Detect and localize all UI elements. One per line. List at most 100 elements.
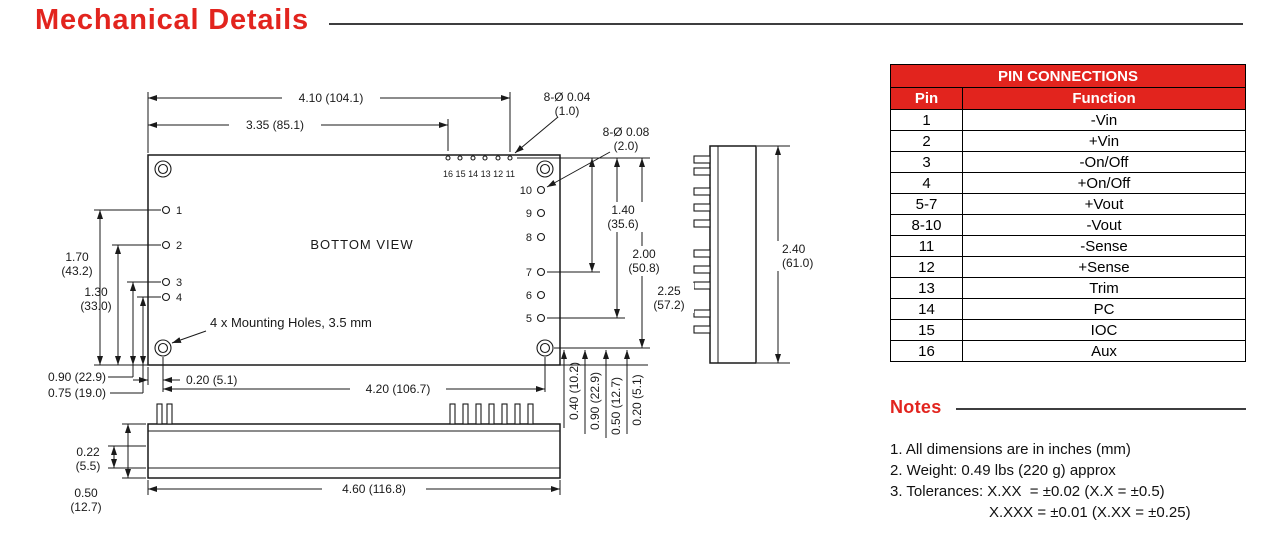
table-row: 1-Vin [890, 109, 1246, 131]
front-view-pins [156, 403, 534, 425]
module-outline-front-view [147, 423, 561, 479]
dim-022-value: 0.22 [76, 445, 100, 459]
function-cell: IOC [962, 319, 1246, 341]
function-cell: -On/Off [962, 151, 1246, 173]
module-outline-side-view [709, 145, 757, 364]
notes-rule [955, 408, 1246, 410]
top-pin-numbers: 16 15 14 13 12 11 [443, 169, 515, 179]
function-cell: Aux [962, 340, 1246, 362]
function-cell: +On/Off [962, 172, 1246, 194]
pin-number-9: 9 [526, 208, 532, 220]
dim-090-rotated: 0.90 (22.9) [588, 372, 602, 430]
pin-number-4: 4 [176, 292, 182, 304]
right-pin-column [536, 185, 546, 323]
pin-number-7: 7 [526, 267, 532, 279]
mounting-holes [154, 160, 554, 357]
page-title: Mechanical Details [35, 4, 309, 36]
mechanical-drawing: 4.10 (104.1) 3.35 (85.1) 8-Ø 0.04 (1.0) … [47, 90, 827, 514]
side-view-pins [693, 155, 711, 334]
function-cell: +Sense [962, 256, 1246, 278]
mounting-holes-note: 4 x Mounting Holes, 3.5 mm [210, 315, 372, 330]
function-cell: +Vin [962, 130, 1246, 152]
pin-cell: 13 [890, 277, 963, 299]
dim-022-mm: (5.5) [76, 459, 101, 473]
dim-240-value: 2.40 [782, 242, 806, 256]
pin-number-2: 2 [176, 240, 182, 252]
dim-140-value: 1.40 [611, 203, 635, 217]
dim-240-mm: (61.0) [782, 256, 813, 270]
dim-225-value: 2.25 [657, 284, 681, 298]
function-cell: PC [962, 298, 1246, 320]
pin-cell: 11 [890, 235, 963, 257]
pin-number-1: 1 [176, 205, 182, 217]
dim-130-mm: (33.0) [80, 299, 111, 313]
table-row: 11-Sense [890, 235, 1246, 257]
pin-cell: 5-7 [890, 193, 963, 215]
dim-170-value: 1.70 [65, 250, 89, 264]
left-pin-column [161, 205, 171, 302]
bottom-view [147, 154, 561, 366]
dim-225-mm: (57.2) [653, 298, 684, 312]
pin-cell: 1 [890, 109, 963, 131]
module-outline-bottom-view [147, 154, 561, 366]
pin-cell: 15 [890, 319, 963, 341]
note-line-3: 3. Tolerances: X.XX = ±0.02 (X.X = ±0.5) [890, 483, 1165, 500]
dim-hole-offset: 0.20 (5.1) [186, 373, 237, 387]
dim-020-rotated: 0.20 (5.1) [630, 374, 644, 425]
function-cell: Trim [962, 277, 1246, 299]
dim-200-mm: (50.8) [628, 261, 659, 275]
note-line-2: 2. Weight: 0.49 lbs (220 g) approx [890, 462, 1116, 479]
pin-table-title: PIN CONNECTIONS [890, 64, 1246, 88]
pin-cell: 16 [890, 340, 963, 362]
pin-cell: 2 [890, 130, 963, 152]
page-header: Mechanical Details [35, 4, 1243, 37]
side-view [693, 145, 757, 364]
note-line-3-continuation: X.XXX = ±0.01 (X.XX = ±0.25) [989, 504, 1191, 521]
notes-section: Notes 1. All dimensions are in inches (m… [890, 397, 1246, 523]
dim-090-left: 0.90 (22.9) [48, 370, 106, 384]
table-row: 5-7+Vout [890, 193, 1246, 215]
dim-130-value: 1.30 [84, 285, 108, 299]
pin-cell: 14 [890, 298, 963, 320]
pin-dia-small-label-1: 8-Ø 0.04 [544, 90, 591, 104]
pin-number-5: 5 [526, 313, 532, 325]
function-cell: -Vin [962, 109, 1246, 131]
table-row: 3-On/Off [890, 151, 1246, 173]
pin-number-6: 6 [526, 290, 532, 302]
dim-050-value: 0.50 [74, 486, 98, 500]
pin-column-header: Pin [890, 87, 963, 110]
notes-title: Notes [890, 397, 942, 417]
note-line-1: 1. All dimensions are in inches (mm) [890, 441, 1131, 458]
table-row: 2+Vin [890, 130, 1246, 152]
function-column-header: Function [962, 87, 1246, 110]
function-cell: +Vout [962, 193, 1246, 215]
table-row: 8-10-Vout [890, 214, 1246, 236]
dim-overall-length: 4.10 (104.1) [299, 91, 364, 105]
notes-header: Notes [890, 397, 1246, 418]
dim-050-rotated: 0.50 (12.7) [609, 377, 623, 435]
function-cell: -Vout [962, 214, 1246, 236]
pin-dia-small-label-2: (1.0) [555, 104, 580, 118]
table-row: 4+On/Off [890, 172, 1246, 194]
notes-body: 1. All dimensions are in inches (mm) 2. … [890, 439, 1246, 523]
dimension-labels: 4.10 (104.1) 3.35 (85.1) 8-Ø 0.04 (1.0) … [48, 90, 813, 514]
label-backgrounds [229, 91, 827, 496]
dimension-lines [94, 92, 790, 495]
dim-140-mm: (35.6) [607, 217, 638, 231]
pin-number-10: 10 [520, 185, 532, 197]
function-cell: -Sense [962, 235, 1246, 257]
pin-dia-large-label-2: (2.0) [614, 139, 639, 153]
pin-number-8: 8 [526, 232, 532, 244]
front-view [147, 403, 561, 479]
top-pin-row [445, 155, 513, 161]
dim-075-left: 0.75 (19.0) [48, 386, 106, 400]
table-row: 12+Sense [890, 256, 1246, 278]
dim-200-value: 2.00 [632, 247, 656, 261]
pin-number-3: 3 [176, 277, 182, 289]
